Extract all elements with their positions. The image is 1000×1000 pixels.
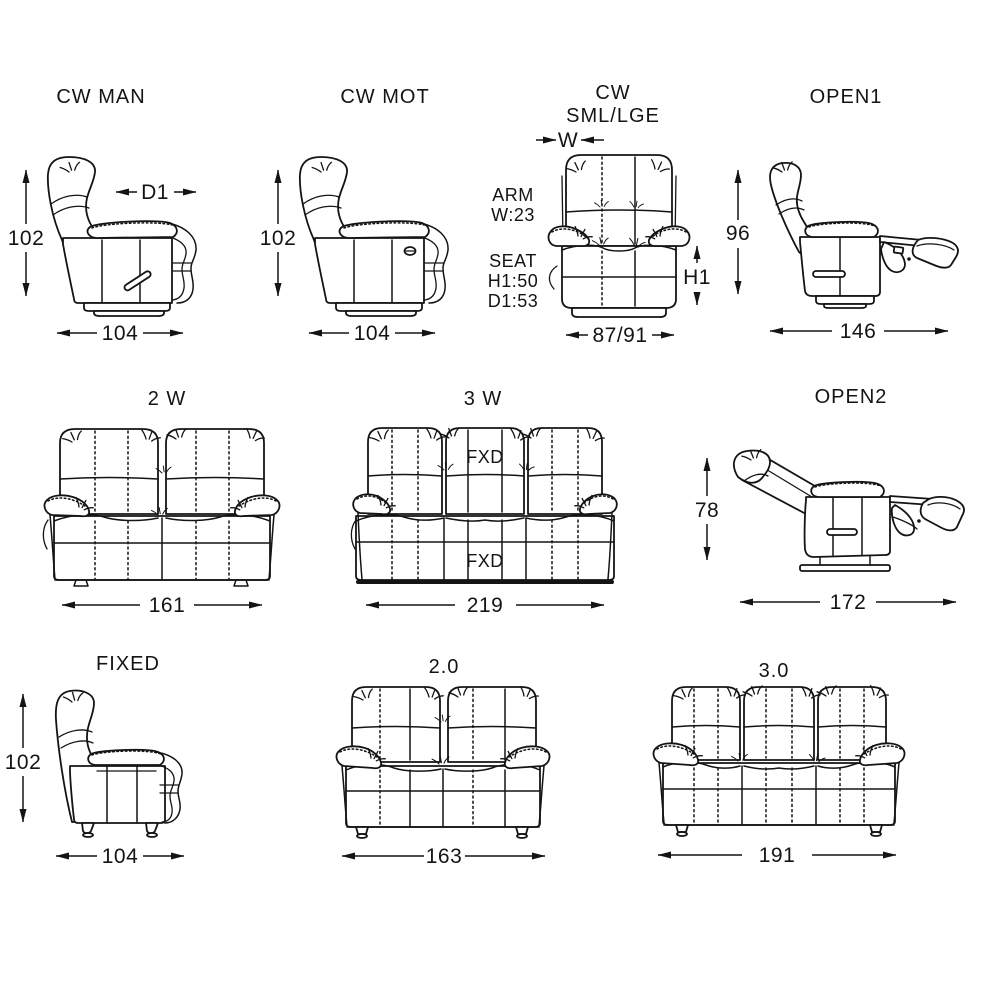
recliner-motor-button (403, 246, 417, 256)
cw-sml-arm-annotation: ARM W:23 (491, 185, 535, 225)
2-0-width-value: 163 (426, 845, 463, 868)
open2-height-value: 78 (695, 499, 719, 522)
cw-man-height-dimension: 102 (8, 169, 45, 297)
sofa-release-handle (42, 519, 49, 550)
cw-mot-height-dimension: 102 (260, 169, 297, 297)
panel-2-0: 2.0 (337, 656, 550, 868)
cw-man-height-value: 102 (8, 227, 45, 250)
2w-width-dimension: 161 (61, 594, 263, 617)
open1-width-dimension: 146 (769, 320, 949, 343)
open1-width-value: 146 (840, 320, 877, 343)
panel-cw-man: CW MAN 102 D1 104 (8, 86, 196, 345)
panel-cw-man-title: CW MAN (56, 86, 145, 108)
cw-sml-seat-height-dimension: H1 (683, 245, 711, 306)
fixed-chair-drawing (54, 689, 183, 838)
cw-sml-top-width-dimension: W (536, 129, 604, 152)
fixed-height-value: 102 (5, 751, 42, 774)
open1-height-dimension: 96 (726, 169, 750, 295)
recliner-lever (123, 270, 152, 292)
open2-chair-drawing (733, 446, 965, 572)
2-0-sofa-feet (355, 826, 529, 839)
panel-open1-title: OPEN1 (810, 86, 883, 108)
arm-label: ARM (492, 185, 534, 205)
3w-width-value: 219 (467, 594, 504, 617)
open1-chair-drawing (769, 158, 959, 309)
panel-2w-title: 2 W (148, 388, 187, 410)
2w-sofa-drawing (42, 425, 279, 587)
seat-height-value: H1:50 (488, 271, 539, 291)
open2-footrest (889, 495, 965, 537)
2-0-sofa-drawing (337, 683, 550, 839)
panel-2w: 2 W 161 (42, 388, 279, 617)
3-0-width-dimension: 191 (657, 844, 897, 867)
recliner-lever (812, 270, 846, 278)
3w-fxd-bottom-label: FXD (466, 551, 504, 571)
2w-width-value: 161 (149, 594, 186, 617)
panel-cw-sml-title-line1: CW (595, 82, 630, 104)
open1-footrest (879, 235, 959, 274)
open2-height-dimension: 78 (695, 457, 719, 561)
3-0-sofa-drawing (654, 682, 905, 837)
cw-man-chair-drawing (48, 157, 196, 316)
recliner-lever (826, 528, 858, 536)
open1-height-value: 96 (726, 222, 750, 245)
3-0-sofa-feet (675, 824, 883, 837)
3w-sofa-drawing: FXD FXD (350, 424, 616, 584)
cw-sml-width-dimension: 87/91 (565, 324, 675, 347)
cw-sml-side-dim-label: H1 (683, 266, 711, 289)
recliner-release-handle (548, 265, 558, 290)
panel-3w: 3 W FXD FXD (350, 388, 616, 617)
panel-fixed: FIXED 102 (5, 653, 185, 868)
cw-sml-top-width-label: W (558, 129, 578, 152)
cw-mot-width-value: 104 (354, 322, 391, 345)
panel-2-0-title: 2.0 (429, 656, 460, 678)
cw-sml-chair-drawing (548, 154, 690, 318)
cw-sml-width-value: 87/91 (592, 324, 647, 347)
panel-cw-mot: CW MOT 102 104 (260, 86, 448, 345)
fixed-chair-feet (81, 822, 159, 838)
panel-cw-sml-title-line2: SML/LGE (566, 105, 660, 127)
panel-fixed-title: FIXED (96, 653, 160, 675)
cw-mot-height-value: 102 (260, 227, 297, 250)
panel-cw-sml-lge: CW SML/LGE W (488, 82, 711, 347)
sofa-release-handle (350, 519, 357, 550)
panel-open2-title: OPEN2 (815, 386, 888, 408)
fixed-width-dimension: 104 (55, 845, 185, 868)
cw-mot-width-dimension: 104 (308, 322, 436, 345)
panel-open1: OPEN1 96 (726, 86, 959, 343)
open2-width-value: 172 (830, 591, 867, 614)
3w-fxd-top-label: FXD (466, 447, 504, 467)
seat-depth-value: D1:53 (488, 291, 539, 311)
cw-mot-chair-drawing (300, 157, 448, 316)
cw-man-depth-label: D1 (141, 181, 169, 204)
3w-width-dimension: 219 (365, 594, 605, 617)
cw-man-depth-dimension: D1 (115, 181, 197, 204)
panel-cw-mot-title: CW MOT (340, 86, 429, 108)
2-0-width-dimension: 163 (341, 845, 546, 868)
seat-label: SEAT (489, 251, 537, 271)
cw-man-width-dimension: 104 (56, 322, 184, 345)
cw-man-width-value: 104 (102, 322, 139, 345)
fixed-height-dimension: 102 (5, 693, 42, 823)
arm-width-value: W:23 (491, 205, 535, 225)
panel-3w-title: 3 W (464, 388, 503, 410)
cw-sml-seat-annotation: SEAT H1:50 D1:53 (488, 251, 539, 311)
panel-open2: OPEN2 78 (695, 386, 965, 614)
open2-width-dimension: 172 (739, 591, 957, 614)
3-0-width-value: 191 (759, 844, 796, 867)
fixed-width-value: 104 (102, 845, 139, 868)
panel-3-0: 3.0 (654, 660, 905, 867)
panel-3-0-title: 3.0 (759, 660, 790, 682)
